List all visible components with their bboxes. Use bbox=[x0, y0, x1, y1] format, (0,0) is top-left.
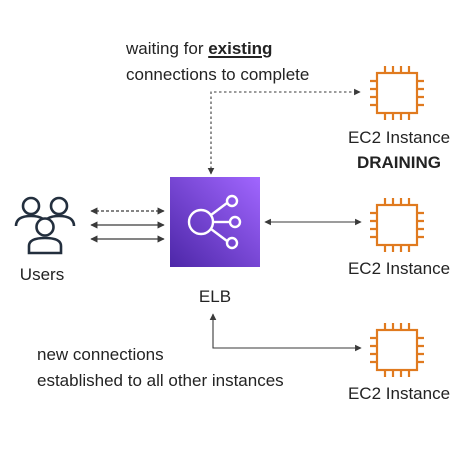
users-elb-connections bbox=[90, 207, 165, 243]
ec2-instance-label: EC2 Instance bbox=[347, 259, 451, 278]
bottom-note: new connections established to all other… bbox=[37, 344, 284, 391]
users-icon bbox=[14, 196, 76, 255]
bottom-note-line1: new connections bbox=[37, 345, 164, 364]
top-note: waiting for existing connections to comp… bbox=[126, 38, 309, 85]
users-label: Users bbox=[19, 265, 65, 284]
elb-icon bbox=[170, 177, 260, 267]
ec2-instance-status: DRAINING bbox=[356, 153, 442, 172]
ec2-chip-icon bbox=[370, 66, 424, 120]
bottom-note-line2: established to all other instances bbox=[37, 371, 284, 390]
top-note-line2: connections to complete bbox=[126, 65, 310, 84]
ec2-instance-draining: EC2 Instance DRAINING bbox=[335, 127, 463, 173]
new-connections-arrow bbox=[209, 313, 362, 352]
top-note-prefix: waiting for bbox=[126, 39, 209, 58]
ec2-chip-icon bbox=[370, 323, 424, 377]
top-note-emphasis: existing bbox=[208, 39, 273, 58]
elb-label: ELB bbox=[198, 287, 232, 306]
ec2-instance-label: EC2 Instance bbox=[347, 384, 451, 403]
ec2-instance-label: EC2 Instance bbox=[347, 128, 451, 147]
draining-arrow bbox=[207, 88, 361, 175]
ec2-chip-icon bbox=[370, 198, 424, 252]
